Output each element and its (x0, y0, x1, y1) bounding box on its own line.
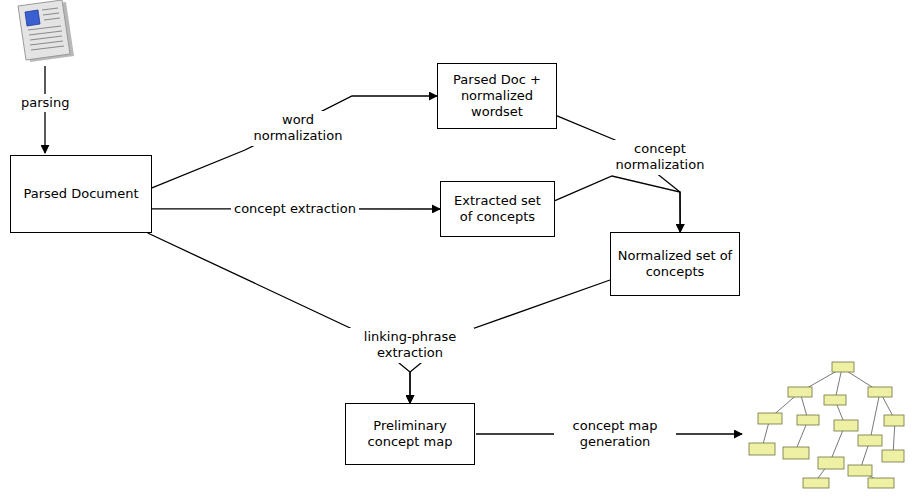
process-box: Parsed Doc + normalized wordset (437, 63, 557, 129)
edge-label: linking-phrase extraction (346, 328, 474, 363)
concept-map-picture (749, 362, 904, 488)
step-label: parsing (18, 94, 72, 112)
box-text: Parsed Document (23, 186, 138, 202)
document-icon (18, 0, 74, 62)
process-box: Extracted set of concepts (440, 181, 555, 237)
process-box: Normalized set of concepts (610, 232, 740, 296)
step-label: concept map generation (554, 417, 676, 452)
edge-label: concept normalization (601, 140, 719, 175)
connector (152, 96, 437, 188)
connector (555, 176, 680, 232)
box-text: Preliminary concept map (352, 418, 468, 451)
edge-label: concept extraction (231, 200, 359, 218)
edge-label: word normalization (239, 111, 357, 146)
process-box: Preliminary concept map (345, 403, 475, 465)
box-text: Extracted set of concepts (447, 193, 548, 226)
box-text: Normalized set of concepts (617, 248, 733, 281)
connector (148, 233, 410, 403)
box-text: Parsed Doc + normalized wordset (444, 72, 550, 121)
process-box: Parsed Document (10, 155, 152, 233)
